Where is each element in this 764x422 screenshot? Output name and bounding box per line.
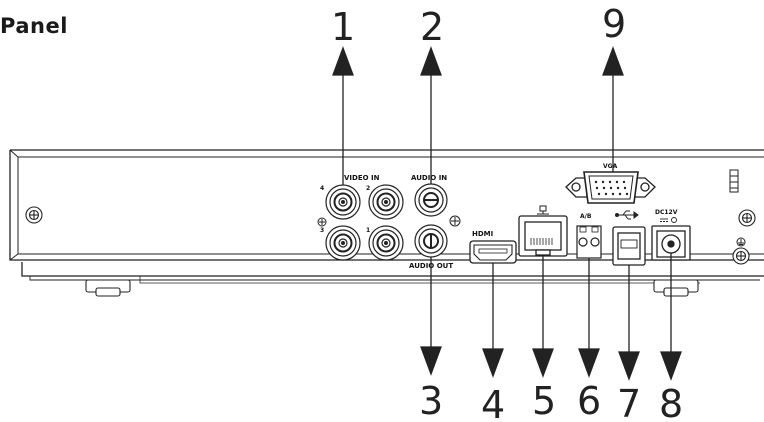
callout-9: 9 [602,2,626,46]
audio-out-port[interactable] [414,224,448,258]
audio-in-port[interactable] [414,183,448,217]
polarity-icon [660,217,677,223]
bnc-port-1[interactable] [368,225,404,261]
bnc-video-in-group [317,184,404,261]
callout-8: 8 [659,382,683,422]
vga-label: VGA [603,163,618,170]
power-label: DC12V [655,209,678,216]
bnc-1-label: 1 [366,227,370,234]
video-in-label: VIDEO IN [344,174,380,182]
right-screw-icon [732,209,756,265]
hdmi-label: HDMI [472,230,493,238]
rs485-port[interactable] [576,225,602,259]
audio-screw-icon [449,215,461,227]
bnc-2-label: 2 [366,185,370,192]
callout-1: 1 [331,5,355,49]
panel-title: Panel [0,14,68,38]
callout-7: 7 [617,382,641,422]
vga-port[interactable] [565,171,656,204]
usb-icon [615,210,639,220]
feet [85,279,699,297]
callout-6: 6 [577,379,601,422]
bnc-4-label: 4 [320,185,324,192]
bnc-3-label: 3 [320,227,324,234]
left-screw-icon [25,206,43,224]
bnc-port-3[interactable] [325,225,361,261]
hdmi-port[interactable] [469,240,517,264]
callout-3: 3 [419,379,443,422]
bnc-port-4[interactable] [325,184,361,220]
ground-icon [736,237,746,247]
power-port[interactable] [651,225,691,261]
network-icon [537,205,549,215]
ethernet-port[interactable] [518,215,568,257]
callout-5: 5 [532,379,556,422]
rs485-label: A/B [580,213,592,220]
usb-port[interactable] [612,226,646,266]
audio-in-label: AUDIO IN [411,174,447,182]
bnc-port-2[interactable] [368,184,404,220]
callout-2: 2 [420,5,444,49]
callout-4: 4 [481,383,505,422]
callout-lines [332,46,682,381]
chassis [9,149,764,284]
vent-slot [729,169,739,193]
video-screw-icon [317,217,327,227]
